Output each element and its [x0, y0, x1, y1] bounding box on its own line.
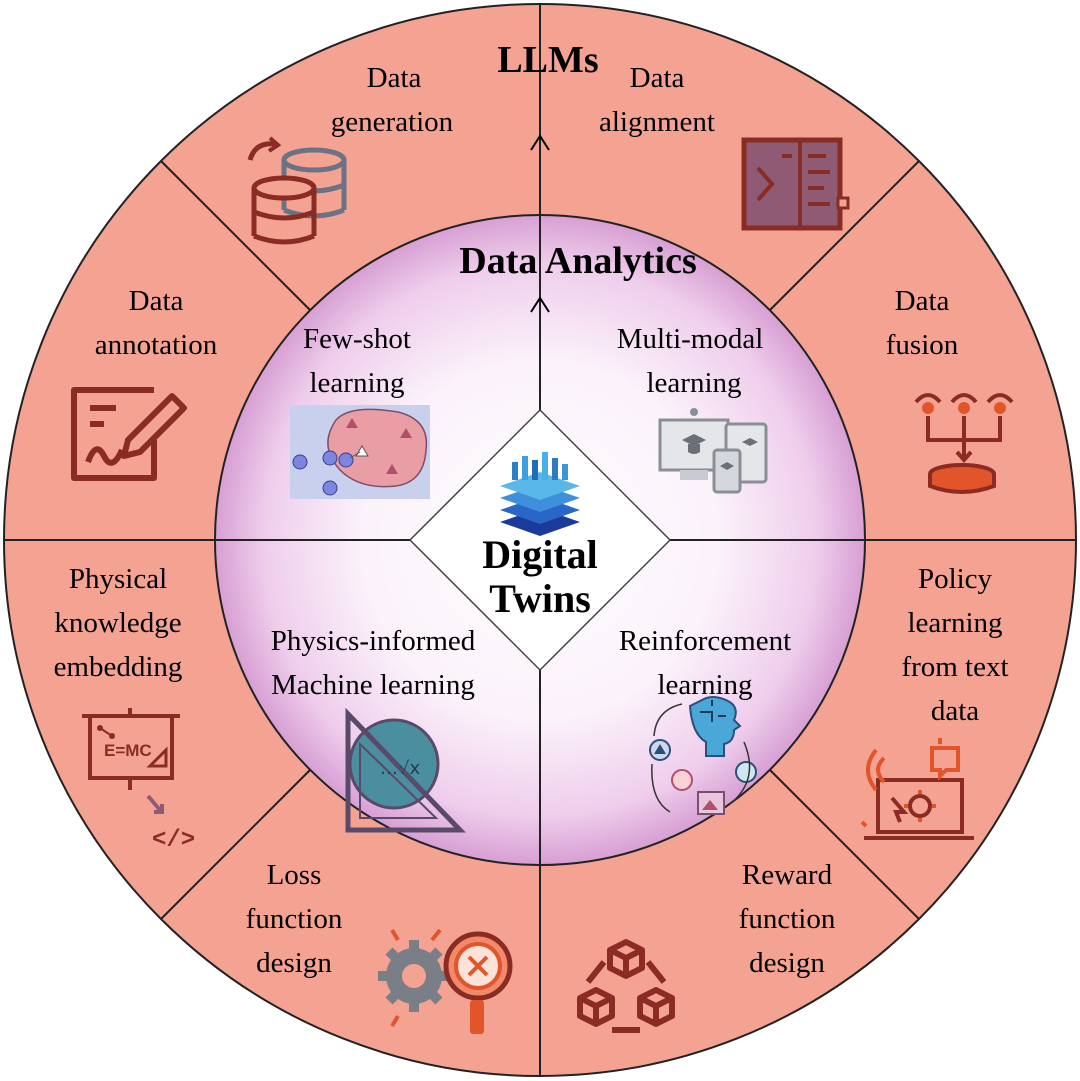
label-multi-modal-1: Multi-modal: [617, 323, 764, 355]
label-data-generation-1: Data: [367, 62, 422, 94]
svg-text:E=MC: E=MC: [104, 741, 152, 760]
label-few-shot-1: Few-shot: [303, 323, 411, 355]
label-data-generation-2: generation: [331, 106, 454, 138]
inner-dividers: [215, 20, 865, 865]
multi-device-icon: [658, 408, 768, 494]
label-policy-2: learning: [907, 607, 1002, 639]
label-few-shot-2: learning: [309, 367, 404, 399]
label-data-alignment-1: Data: [630, 62, 685, 94]
center-title-line-2: Twins: [489, 576, 591, 621]
label-policy-4: data: [931, 695, 979, 727]
align-document-icon: [741, 137, 850, 231]
ai-head-cycle-icon: [649, 696, 757, 815]
analytics-title: Data Analytics: [459, 240, 697, 282]
gear-magnifier-icon: [378, 928, 513, 1034]
layer-stack-icon: [500, 452, 580, 536]
center-title-line-1: Digital: [482, 532, 598, 577]
label-policy-1: Policy: [918, 563, 993, 595]
label-loss-1: Loss: [267, 859, 322, 891]
label-reward-2: function: [739, 903, 836, 935]
arrow-analytics: [530, 296, 550, 313]
center-diamond: [408, 408, 672, 672]
label-multi-modal-2: learning: [646, 367, 741, 399]
sensor-merge-icon: [914, 393, 1014, 494]
connected-cubes-icon: [577, 939, 675, 1033]
label-annotation-2: annotation: [95, 329, 218, 361]
database-sync-icon: [247, 136, 347, 245]
label-physical-1: Physical: [69, 563, 167, 595]
label-loss-3: design: [256, 947, 332, 979]
label-loss-2: function: [246, 903, 343, 935]
geometry-formula-icon: …√x: [345, 707, 466, 833]
annotate-pen-icon: [71, 387, 187, 481]
ring-title: LLMs: [497, 39, 598, 81]
label-annotation-1: Data: [129, 285, 184, 317]
label-reinforcement-1: Reinforcement: [619, 625, 791, 657]
cluster-icon: [290, 405, 430, 499]
label-reward-1: Reward: [742, 859, 833, 891]
label-reinforcement-2: learning: [657, 669, 752, 701]
label-physical-2: knowledge: [54, 607, 181, 639]
label-data-fusion-1: Data: [895, 285, 950, 317]
arrow-llms: [530, 134, 550, 151]
laptop-gear-icon: [860, 738, 974, 840]
label-physics-informed-2: Machine learning: [271, 669, 475, 701]
formula-board-icon: E=MC </>: [82, 708, 195, 854]
label-physical-3: embedding: [54, 651, 183, 683]
label-policy-3: from text: [901, 651, 1008, 683]
label-physics-informed-1: Physics-informed: [271, 625, 476, 657]
label-data-alignment-2: alignment: [599, 106, 715, 138]
svg-text:</>: </>: [152, 827, 195, 854]
label-reward-3: design: [749, 947, 825, 979]
label-data-fusion-2: fusion: [886, 329, 959, 361]
